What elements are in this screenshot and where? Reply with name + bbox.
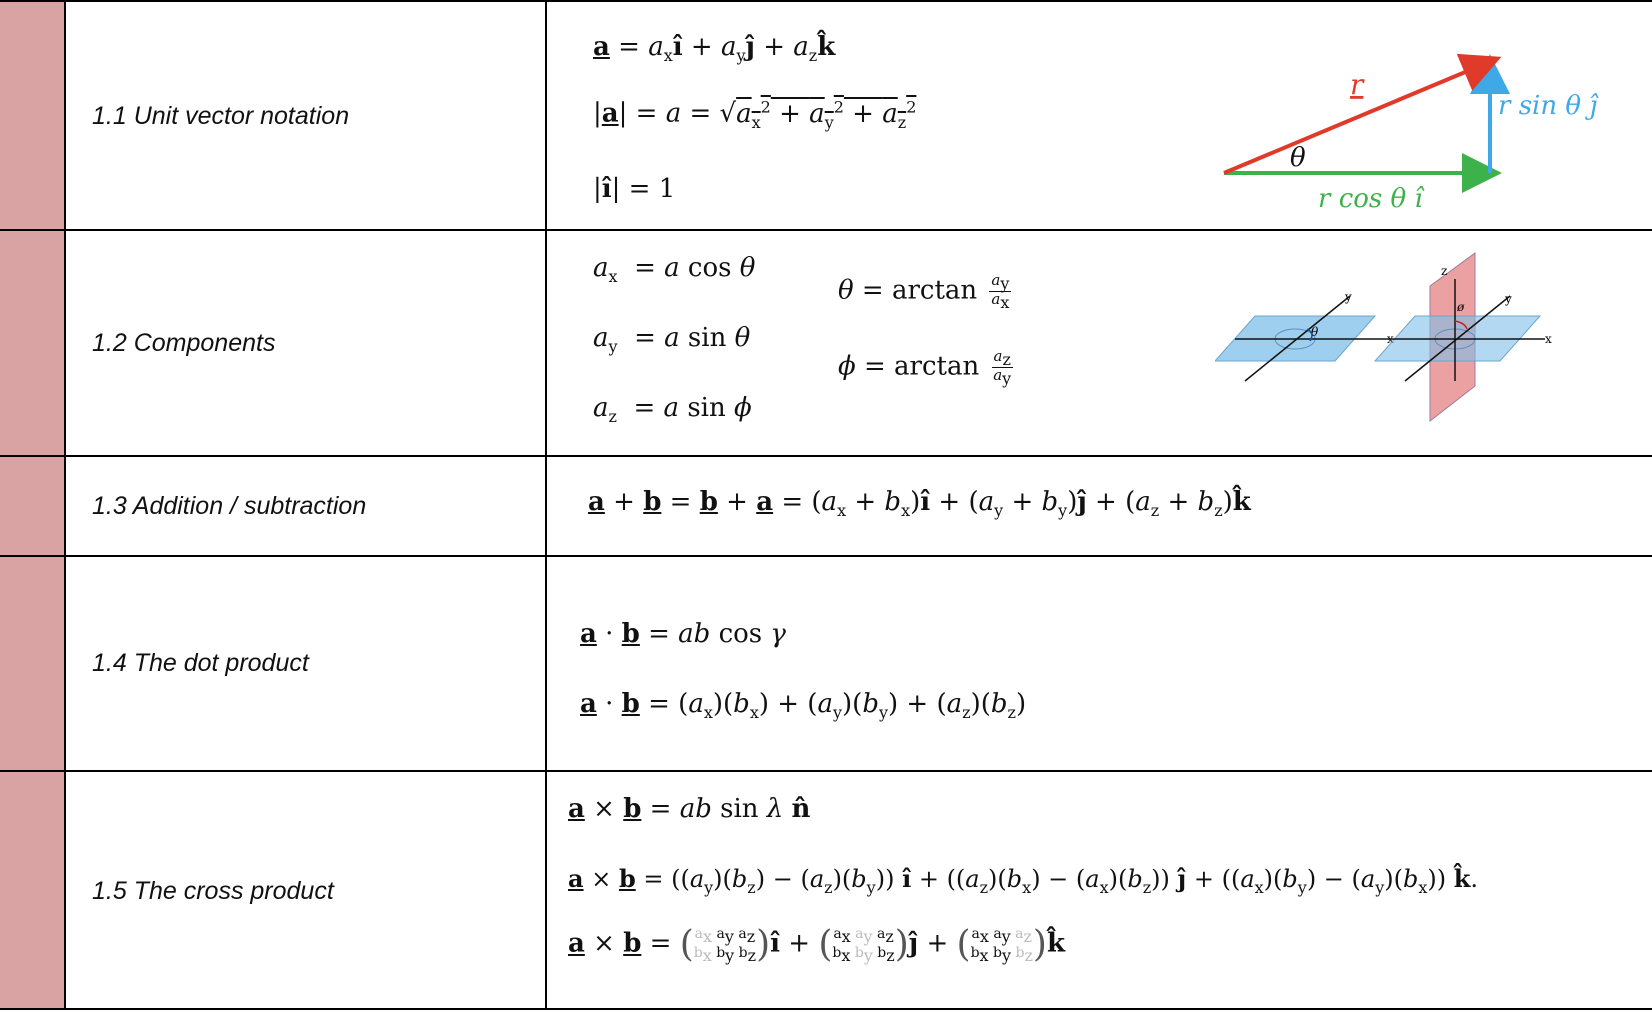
axis-y-label: y	[1344, 290, 1352, 304]
formula-dot-components: a · b = (ax)(bx) + (ay)(by) + (az)(bz)	[580, 689, 1027, 723]
vector-triangle-diagram: r r sin θ ĵ θ r cos θ î	[1223, 53, 1599, 214]
column-divider	[545, 557, 547, 770]
column-divider	[545, 231, 547, 455]
formula-az: az = a sin ϕ	[593, 393, 752, 427]
theta-label: θ	[1311, 325, 1319, 339]
formula-ax: ax = a cos θ	[593, 253, 756, 287]
table-row: 1.1 Unit vector notation a = axî + ayĵ +…	[0, 0, 1652, 230]
axis-x-label-right: x	[1545, 332, 1552, 346]
formula-cross-components: a × b = ((ay)(bz) − (az)(by)) î + ((az)(…	[568, 864, 1479, 897]
formula-cross-sin: a × b = ab sin λ n̂	[568, 794, 811, 824]
phi-label: ø	[1456, 300, 1465, 314]
angle-label: θ	[1290, 143, 1306, 173]
axis-y-label-right: y	[1504, 292, 1512, 306]
formula-unit-magnitude: |î| = 1	[593, 174, 676, 204]
column-divider	[545, 772, 547, 1010]
column-divider	[545, 2, 547, 230]
column-divider	[545, 457, 547, 555]
table-bottom-border	[0, 1008, 1652, 1010]
row-color-swatch	[0, 457, 66, 555]
horizontal-component-label: r cos θ î	[1318, 184, 1425, 214]
row-label: 1.1 Unit vector notation	[92, 101, 350, 130]
row-label: 1.4 The dot product	[92, 649, 309, 677]
row-color-swatch	[0, 2, 66, 230]
table-row: 1.4 The dot product a · b = ab cos γ a ·…	[0, 555, 1652, 770]
row-label: 1.2 Components	[92, 328, 276, 357]
angle-planes-diagram: x y θ x y z ø	[1215, 252, 1552, 423]
table-row: 1.3 Addition / subtraction a + b = b + a…	[0, 455, 1652, 555]
formula-ay: ay = a sin θ	[593, 323, 751, 357]
formula-unit-vector: a = axî + ayĵ + azk̂	[593, 32, 836, 66]
vertical-component-label: r sin θ ĵ	[1498, 91, 1599, 121]
resultant-label: r	[1350, 68, 1365, 101]
row-label: 1.3 Addition / subtraction	[92, 491, 367, 520]
formula-magnitude: |a| = a = √ax2 + ay2 + az2	[593, 97, 917, 132]
formula-dot-cos: a · b = ab cos γ	[580, 619, 786, 649]
table-row: 1.2 Components ax = a cos θ ay = a sin θ…	[0, 229, 1652, 455]
row-label: 1.5 The cross product	[92, 876, 334, 905]
row-color-swatch	[0, 772, 66, 1010]
formula-addition: a + b = b + a = (ax + bx)î + (ay + by)ĵ …	[588, 487, 1251, 521]
resultant-vector-arrow	[1223, 53, 1502, 175]
table-row: 1.5 The cross product a × b = ab sin λ n…	[0, 770, 1652, 1010]
row-color-swatch	[0, 231, 66, 455]
row-color-swatch	[0, 557, 66, 770]
axis-z-label: z	[1441, 264, 1447, 278]
